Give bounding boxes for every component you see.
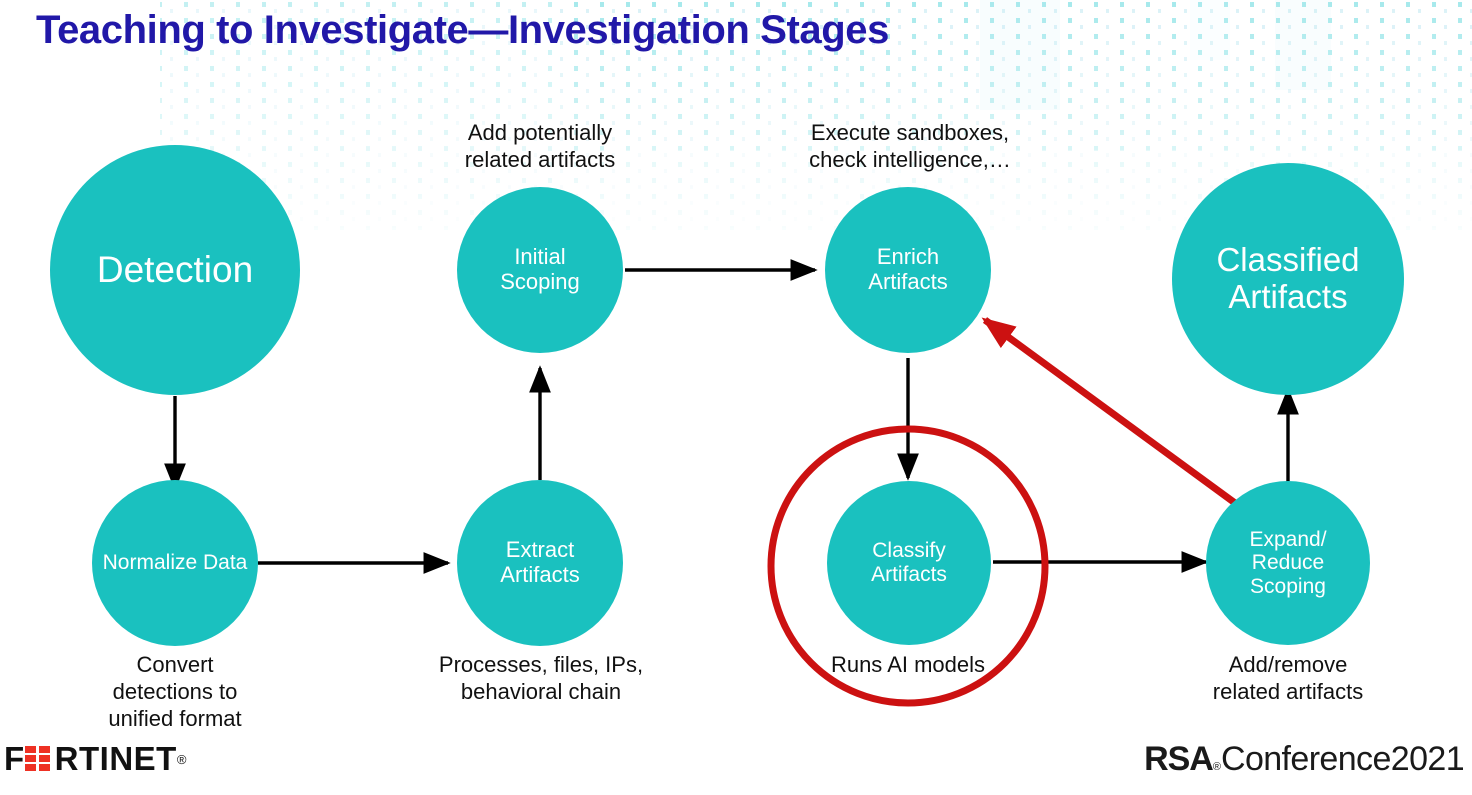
node-expand-reduce-scoping[interactable]: Expand/ Reduce Scoping	[1206, 481, 1370, 645]
fortinet-logo-registered: ®	[176, 751, 187, 767]
node-expand-reduce-scoping-label: Expand/ Reduce Scoping	[1249, 527, 1327, 598]
node-classified-artifacts[interactable]: Classified Artifacts	[1172, 163, 1404, 395]
node-extract-artifacts[interactable]: Extract Artifacts	[457, 480, 623, 646]
node-classified-artifacts-label: Classified Artifacts	[1216, 241, 1360, 315]
fortinet-logo-o-icon	[24, 746, 55, 772]
rsa-logo-word: Conference2021	[1220, 740, 1465, 778]
caption-enrich-artifacts: Execute sandboxes, check intelligence,…	[809, 120, 1011, 172]
page-title: Teaching to Investigate—Investigation St…	[36, 8, 889, 52]
node-enrich-artifacts-label: Enrich Artifacts	[868, 244, 948, 294]
caption-initial-scoping: Add potentially related artifacts	[464, 120, 616, 172]
rsa-conference-logo: RSA ® Conference2021	[1144, 740, 1465, 779]
node-classify-artifacts-label: Classify Artifacts	[871, 539, 947, 586]
fortinet-logo-prefix: F	[4, 740, 25, 777]
rsa-logo-mark: RSA	[1144, 740, 1214, 778]
node-detection[interactable]: Detection	[50, 145, 300, 395]
highlight-ring-classify-artifacts	[767, 425, 1049, 707]
arrow-feedback-expand-to-enrich	[981, 317, 1238, 506]
caption-normalize-data: Convert detections to unified format	[108, 652, 242, 731]
node-initial-scoping[interactable]: Initial Scoping	[457, 187, 623, 353]
node-detection-label: Detection	[96, 249, 254, 291]
caption-extract-artifacts: Processes, files, IPs, behavioral chain	[438, 652, 644, 704]
node-extract-artifacts-label: Extract Artifacts	[500, 537, 580, 587]
node-normalize-data[interactable]: Normalize Data	[92, 480, 258, 646]
node-classify-artifacts[interactable]: Classify Artifacts	[827, 481, 991, 645]
fortinet-logo: F RTINET ®	[4, 740, 187, 777]
rsa-logo-registered: ®	[1212, 761, 1221, 773]
node-normalize-data-label: Normalize Data	[102, 551, 248, 575]
fortinet-logo-suffix: RTINET	[54, 740, 177, 777]
node-enrich-artifacts[interactable]: Enrich Artifacts	[825, 187, 991, 353]
caption-expand-reduce-scoping: Add/remove related artifacts	[1212, 652, 1364, 704]
node-initial-scoping-label: Initial Scoping	[500, 244, 580, 294]
caption-classify-artifacts: Runs AI models	[830, 652, 986, 677]
